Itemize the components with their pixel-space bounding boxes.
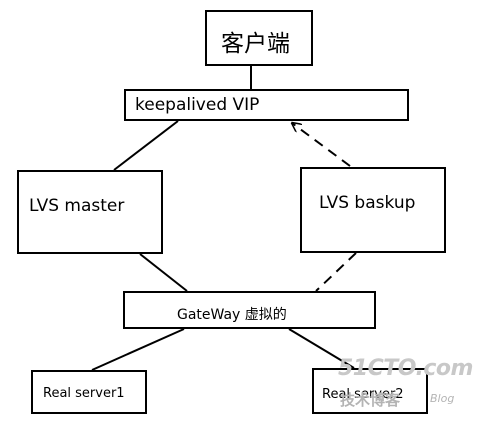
real-server-2-node: Real server2 [312, 368, 428, 414]
gateway-label: GateWay 虚拟的 [177, 307, 287, 323]
watermark-blog: Blog [430, 392, 455, 405]
lvs-master-node: LVS master [17, 170, 163, 254]
edge-vip-master [113, 120, 179, 171]
real2-label: Real server2 [322, 387, 404, 402]
keepalived-vip-node: keepalived VIP [124, 89, 409, 121]
edge-master-gateway [139, 253, 188, 292]
client-node: 客户端 [205, 10, 313, 66]
master-label: LVS master [29, 196, 125, 216]
vip-label: keepalived VIP [135, 95, 260, 115]
lvs-backup-node: LVS baskup [300, 167, 446, 253]
edge-gateway-real1 [91, 328, 185, 371]
watermark-site: 51CTO.com [338, 356, 473, 381]
gateway-node: GateWay 虚拟的 [123, 291, 376, 329]
edge-backup-gateway-dashed [315, 252, 357, 292]
watermark-sub: 技术博客 [340, 391, 401, 409]
real1-label: Real server1 [43, 386, 125, 401]
edge-gateway-real2 [288, 328, 355, 369]
watermark-logo: 51CTO.com 技术博客 Blog [338, 356, 473, 414]
edge-backup-vip-dashed [292, 123, 351, 167]
client-label: 客户端 [221, 31, 290, 57]
backup-label: LVS baskup [319, 193, 416, 213]
real-server-1-node: Real server1 [31, 370, 147, 414]
